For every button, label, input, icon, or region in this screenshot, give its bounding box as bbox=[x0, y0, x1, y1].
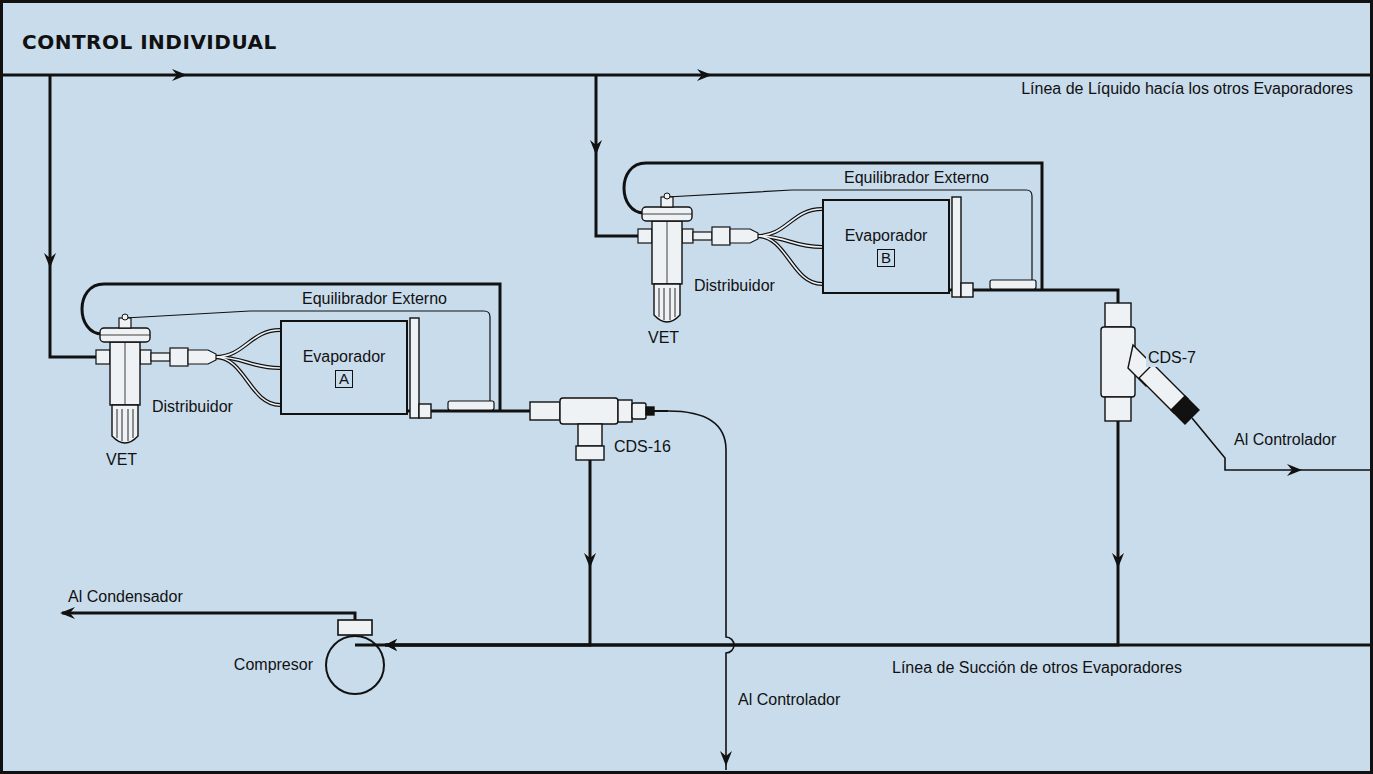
cds-16-valve-part bbox=[668, 411, 734, 770]
cds-7-valve-part bbox=[1171, 396, 1199, 424]
flow-arrows-part bbox=[60, 607, 75, 619]
signal-label: Al Controlador bbox=[736, 691, 842, 709]
compressor-symbol bbox=[325, 635, 385, 695]
cds-16-valve-part bbox=[646, 407, 654, 415]
cds-16-valve bbox=[530, 398, 734, 770]
cds-7-valve-part bbox=[1105, 303, 1131, 327]
line-label: Línea de Líquido hacía los otros Evapora… bbox=[1019, 80, 1355, 98]
compressor-circle bbox=[326, 636, 384, 694]
box-label: Evaporador bbox=[845, 226, 928, 245]
part-label: CDS-16 bbox=[612, 438, 673, 456]
part-label: CDS-7 bbox=[1146, 349, 1198, 367]
part-label: Distribuidor bbox=[692, 277, 777, 295]
flow-arrows-part bbox=[697, 69, 712, 81]
suction-line-part bbox=[355, 644, 1370, 647]
flow-arrows-part bbox=[584, 553, 596, 568]
cds-16-valve-part bbox=[632, 403, 646, 419]
flow-arrows bbox=[44, 69, 1302, 766]
cds-16-valve-part bbox=[618, 400, 632, 422]
suction-line bbox=[62, 613, 1370, 645]
flow-arrows-part bbox=[44, 253, 56, 268]
box-label: Evaporador bbox=[303, 347, 386, 366]
suction-line-part bbox=[62, 613, 355, 620]
part-label: VET bbox=[646, 329, 681, 347]
signal-label: Al Controlador bbox=[1232, 431, 1338, 449]
line-label: Línea de Succión de otros Evaporadores bbox=[890, 659, 1184, 677]
flow-arrows-part bbox=[172, 69, 187, 81]
evaporator-box: EvaporadorB bbox=[822, 199, 950, 294]
liquid-line-part bbox=[3, 74, 1370, 77]
cds-16-valve-part bbox=[530, 402, 560, 420]
liquid-line-part bbox=[596, 75, 638, 236]
valve-assembly-b-part bbox=[624, 163, 1042, 322]
component-label: Compresor bbox=[232, 656, 315, 674]
part-label: Equilibrador Externo bbox=[300, 290, 449, 308]
diagram-title: CONTROL INDIVIDUAL bbox=[22, 30, 277, 54]
liquid-line-part bbox=[50, 75, 96, 357]
cds-7-valve-part bbox=[1105, 397, 1131, 421]
compressor-discharge-part bbox=[338, 620, 372, 635]
cds-16-valve-part bbox=[576, 446, 604, 460]
box-letter: A bbox=[335, 370, 353, 388]
valve-assembly-a bbox=[82, 284, 500, 443]
evaporator-box: EvaporadorA bbox=[280, 320, 408, 415]
cds-16-valve-part bbox=[578, 424, 602, 446]
flow-arrows-part bbox=[1287, 464, 1302, 476]
flow-arrows-part bbox=[720, 751, 732, 766]
line-label: Al Condensador bbox=[66, 588, 185, 606]
cds-7-valve bbox=[1101, 303, 1370, 470]
valve-assembly-b bbox=[624, 163, 1042, 322]
cds-7-valve-part bbox=[1192, 418, 1370, 470]
part-label: Distribuidor bbox=[150, 398, 235, 416]
part-label: VET bbox=[104, 451, 139, 469]
cds-16-valve-part bbox=[654, 410, 668, 412]
flow-arrows-part bbox=[1112, 553, 1124, 568]
liquid-line bbox=[3, 75, 1370, 357]
flow-arrows-part bbox=[590, 140, 602, 155]
compressor-discharge bbox=[338, 620, 372, 635]
part-label: Equilibrador Externo bbox=[842, 169, 991, 187]
cds-16-valve-part bbox=[560, 398, 618, 424]
compressor-node: Compresor bbox=[325, 635, 385, 695]
box-letter: B bbox=[877, 249, 895, 267]
suction-connector bbox=[385, 411, 590, 645]
suction-connector bbox=[385, 290, 1118, 645]
valve-assembly-a-part bbox=[82, 284, 500, 443]
